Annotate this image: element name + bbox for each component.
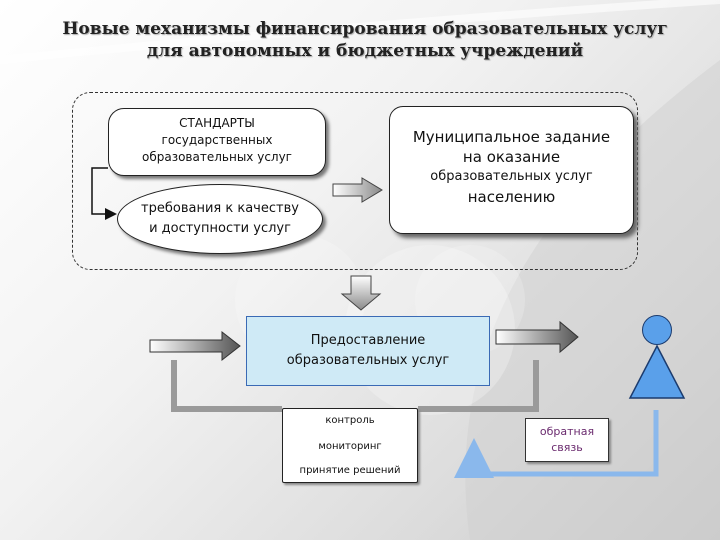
standards-group-frame <box>72 92 638 270</box>
standards-box: СТАНДАРТЫ государственных образовательны… <box>108 108 326 176</box>
control-loop-left <box>171 360 282 412</box>
requirements-ellipse: требования к качеству и доступности услу… <box>117 184 323 254</box>
control-box: контроль мониторинг принятие решений <box>282 408 418 483</box>
person-body <box>628 344 686 399</box>
provision-box: Предоставление образовательных услуг <box>246 316 490 386</box>
municipal-task-box: Муниципальное задание на оказание образо… <box>389 106 634 234</box>
standards-line-3: образовательных услуг <box>142 150 292 164</box>
municipal-line-4: населению <box>467 188 556 206</box>
standards-line-2: государственных <box>161 133 273 147</box>
requirements-line-1: требования к качеству <box>141 201 299 216</box>
standards-title: СТАНДАРТЫ <box>179 116 255 130</box>
arrow-to-municipal-task <box>332 177 383 203</box>
provision-line-2: образовательных услуг <box>286 353 450 368</box>
control-line-2: мониторинг <box>318 441 382 452</box>
requirements-line-2: и доступности услуг <box>149 221 291 236</box>
provision-line-1: Предоставление <box>310 333 426 348</box>
standards-to-requirements-connector <box>91 167 117 220</box>
slide-title: Новые механизмы финансирования образоват… <box>20 18 710 62</box>
control-line-3: принятие решений <box>299 465 401 476</box>
person-head-icon <box>642 315 672 345</box>
municipal-line-3: образовательных услуг <box>430 169 593 184</box>
feedback-line-1: обратная <box>539 425 595 438</box>
output-arrow <box>495 320 579 354</box>
title-line-2: для автономных и бюджетных учреждений <box>146 41 584 61</box>
feedback-box: обратная связь <box>525 418 609 462</box>
feedback-line-2: связь <box>551 441 583 454</box>
input-arrow <box>149 330 241 362</box>
arrow-down-to-provision <box>340 275 382 311</box>
title-line-1: Новые механизмы финансирования образоват… <box>62 19 668 39</box>
control-line-1: контроль <box>325 415 375 426</box>
municipal-line-1: Муниципальное задание <box>412 128 611 146</box>
feedback-loop-arrow <box>454 410 659 478</box>
control-loop-right <box>418 360 539 412</box>
municipal-line-2: на оказание <box>462 148 561 166</box>
